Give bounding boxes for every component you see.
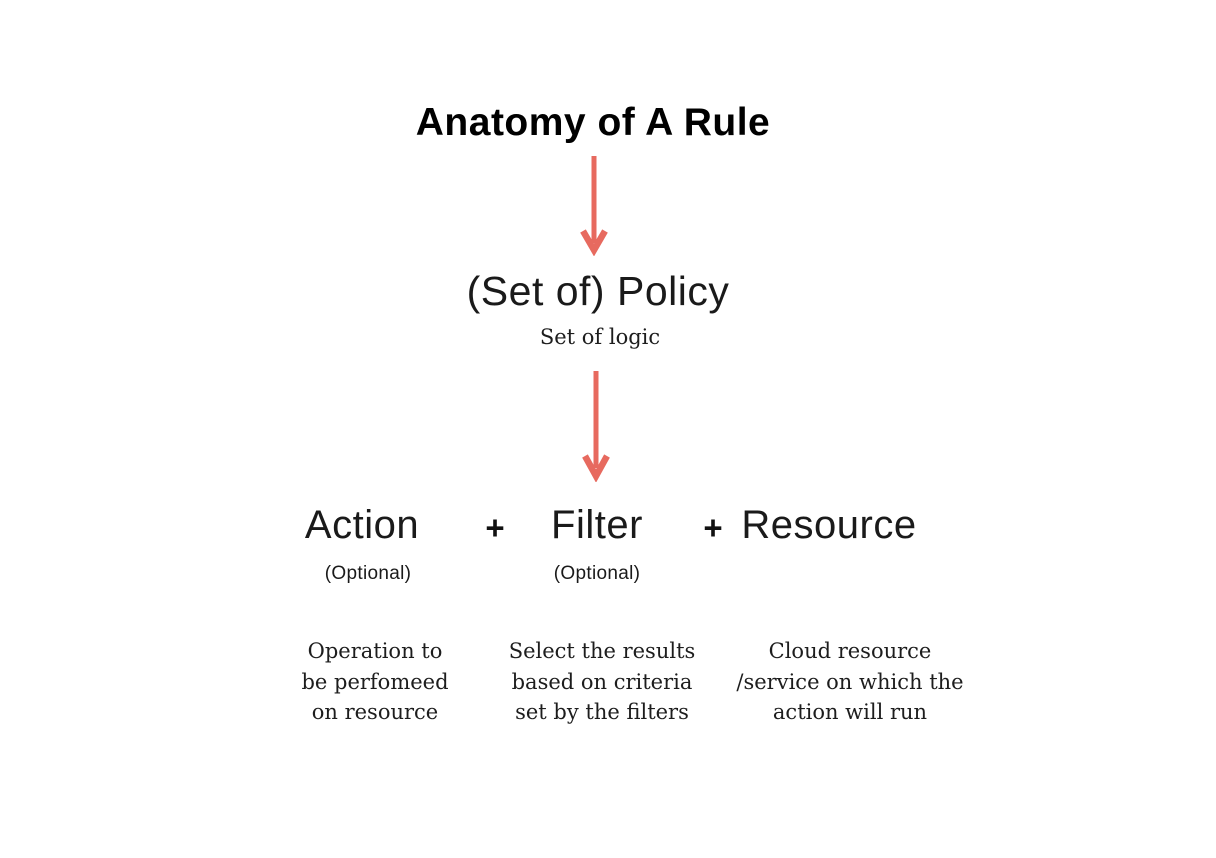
action-optional-label: (Optional) xyxy=(324,563,412,584)
policy-sublabel: Set of logic xyxy=(539,325,661,349)
down-arrow-icon xyxy=(582,371,610,482)
diagram-title: Anatomy of A Rule xyxy=(415,101,771,144)
filter-label: Filter xyxy=(551,503,643,547)
filter-optional-label: (Optional) xyxy=(553,563,641,584)
policy-label: (Set of) Policy xyxy=(466,268,730,314)
plus-sign: + xyxy=(703,509,723,546)
arrow-head xyxy=(582,454,610,482)
plus-sign: + xyxy=(485,509,505,546)
filter-description: Select the results based on criteria set… xyxy=(508,639,696,724)
action-description: Operation to be perfomeed on resource xyxy=(301,639,449,724)
arrow-head xyxy=(580,229,608,256)
resource-label: Resource xyxy=(741,503,917,547)
action-label: Action xyxy=(304,503,420,547)
resource-description: Cloud resource /service on which the act… xyxy=(736,639,964,724)
down-arrow-icon xyxy=(580,156,608,256)
